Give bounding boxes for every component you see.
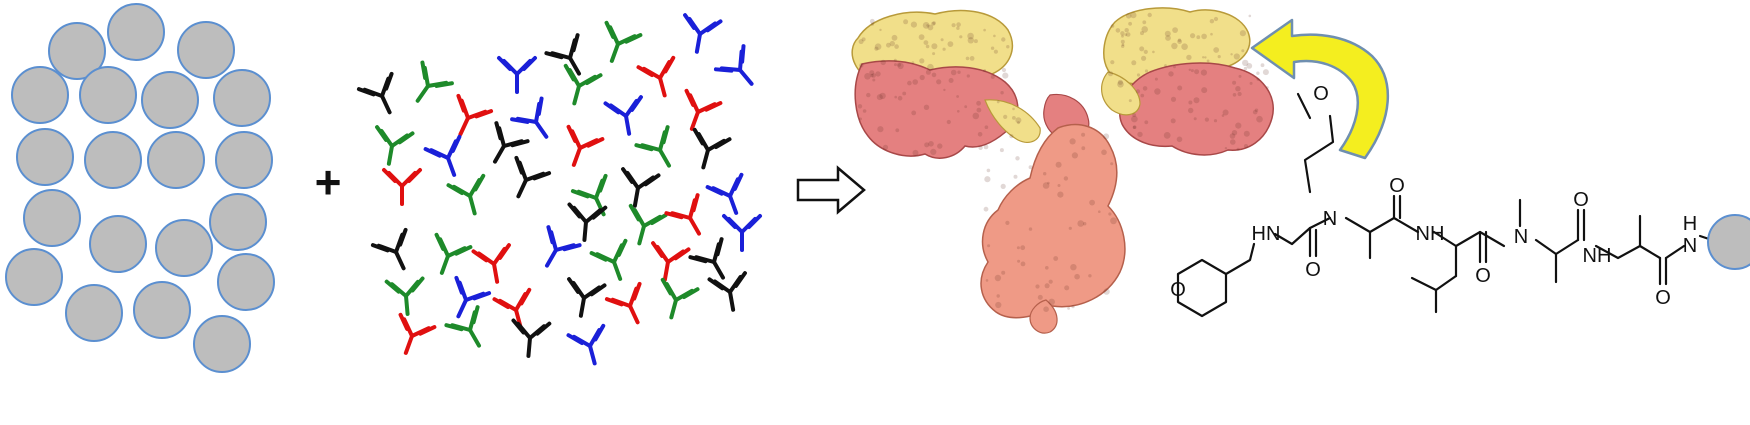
chemical-structure [1176,92,1714,318]
antibody-y-icon [683,13,723,54]
fc-region [980,123,1126,334]
antibody-y-icon [692,127,732,170]
bead [5,248,63,306]
antibody-y-icon [456,93,494,137]
antibody-y-icon [604,20,643,63]
antibody-y-icon [705,172,744,215]
antibody-y-icon [370,227,408,271]
bead [16,128,74,186]
antibody-y-icon [454,275,492,319]
bead [48,22,106,80]
antibody-y-icon [382,168,422,206]
antibody-y-icon [375,125,415,166]
atom-nh-2: NH [1583,245,1612,267]
antibody-y-icon [510,96,549,139]
bead-cluster [5,3,275,373]
plus-operator: + [315,156,342,208]
antibody-y-icon [628,203,668,246]
atom-n-methyl: N [1514,226,1528,248]
fab-right-heavy-chain [1101,62,1274,156]
bead [217,253,275,311]
atom-o-carbonyl-2: O [1389,175,1405,197]
antibody-y-icon [660,277,700,320]
antibody-y-icon [514,155,552,199]
antibody-y-icon [492,287,532,330]
atom-o-ring: O [1170,279,1186,301]
antibody-y-icon [497,56,537,94]
atom-o-carbonyl-5: O [1655,287,1671,309]
bead [155,219,213,277]
antibody-y-icon [684,88,723,131]
antibody-y-icon [707,271,747,312]
antibody-y-icon [636,55,676,98]
fab-left-heavy-chain [854,60,1041,159]
bead [209,193,267,251]
bead [107,3,165,61]
antibody-protein-structure [851,7,1274,334]
antibody-y-icon [446,173,486,216]
antibody-y-icon [566,124,605,167]
atom-nh-1: NH [1416,223,1445,245]
atom-hn-amine: HN [1252,223,1281,245]
bead [84,131,142,189]
bead [141,71,199,129]
antibody-y-icon [511,318,552,358]
bead [11,66,69,124]
bead [133,281,191,339]
antibody-y-icon [415,60,454,103]
antibody-y-icon [567,277,607,318]
antibody-y-icon [434,232,473,275]
antibody-library [356,13,762,366]
antibody-y-icon [603,95,643,136]
antibody-y-icon [384,276,425,316]
antibody-y-icon [566,323,606,366]
antibody-y-icon [688,237,725,280]
antibody-y-icon [356,71,394,115]
antibody-y-icon [713,44,754,86]
antibody-y-icon [423,134,462,177]
bead [65,284,123,342]
bead [177,21,235,79]
bead [193,315,251,373]
antibody-y-icon [651,241,691,282]
bead [89,215,147,273]
antibody-y-icon [398,312,437,355]
bead [147,131,205,189]
curved-arrow-icon [1250,18,1390,160]
antibody-y-icon [471,243,511,284]
antibody-y-icon [604,281,642,325]
antibody-y-icon [722,214,762,252]
antibody-y-icon [589,238,628,281]
bead [213,69,271,127]
hollow-right-arrow-icon [796,165,866,215]
antibody-y-icon [444,305,481,348]
antibody-y-icon [545,225,582,268]
antibody-y-icon [621,167,661,208]
atom-o-carbonyl-3: O [1475,265,1491,287]
bead [215,131,273,189]
antibody-y-icon [664,193,701,236]
bead [79,66,137,124]
atom-n-tertiary: N [1323,208,1337,230]
atom-n-terminal: N [1683,235,1697,257]
antibody-y-icon [493,121,530,164]
atom-o-carbonyl-1: O [1305,259,1321,281]
atom-labels: O N HN O O NH N O O NH O H N O [1170,83,1697,309]
atom-o-methoxy: O [1313,83,1329,105]
antibody-y-icon [634,125,671,168]
bead [23,189,81,247]
antibody-y-icon [563,63,603,106]
terminal-bead [1707,214,1750,270]
atom-h-terminal: H [1683,213,1697,235]
surface-texture [857,12,1269,313]
atom-o-carbonyl-4: O [1573,189,1589,211]
antibody-y-icon [544,33,581,76]
antibody-y-icon [567,202,608,242]
